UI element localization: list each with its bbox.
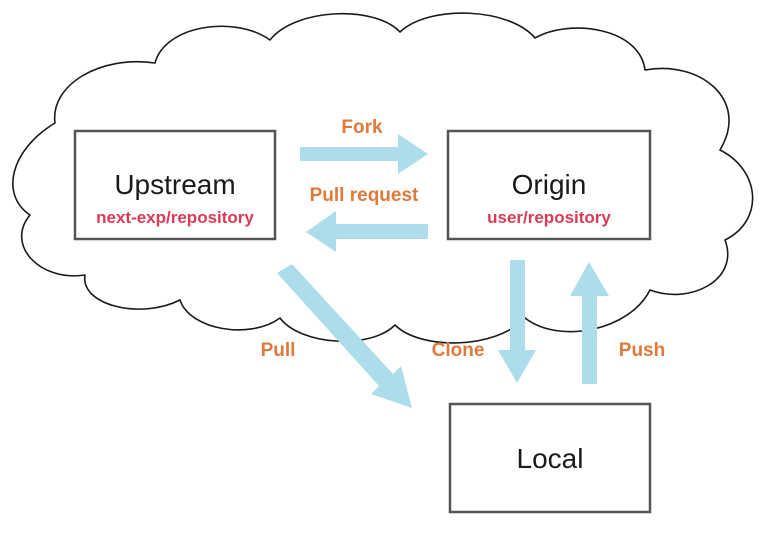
pull-arrow xyxy=(277,264,412,408)
push-arrow xyxy=(570,262,609,384)
clone-label: Clone xyxy=(432,340,485,361)
upstream-node: Upstream next-exp/repository xyxy=(73,129,277,241)
pull-request-label: Pull request xyxy=(310,185,419,206)
origin-box xyxy=(446,129,652,241)
fork-arrow xyxy=(300,134,428,174)
pull-request-arrow xyxy=(306,211,428,252)
clone-arrow xyxy=(498,260,536,383)
push-label: Push xyxy=(619,340,665,361)
upstream-repo-label: next-exp/repository xyxy=(96,208,254,227)
pull-label: Pull xyxy=(261,340,296,361)
upstream-box xyxy=(73,129,277,241)
upstream-title: Upstream xyxy=(114,169,235,200)
local-title: Local xyxy=(517,443,584,474)
origin-title: Origin xyxy=(512,169,587,200)
origin-repo-label: user/repository xyxy=(487,208,611,227)
cloud-shape xyxy=(12,12,754,344)
fork-label: Fork xyxy=(341,117,383,138)
origin-node: Origin user/repository xyxy=(446,129,652,241)
local-box xyxy=(448,402,652,514)
local-node: Local xyxy=(448,402,652,514)
